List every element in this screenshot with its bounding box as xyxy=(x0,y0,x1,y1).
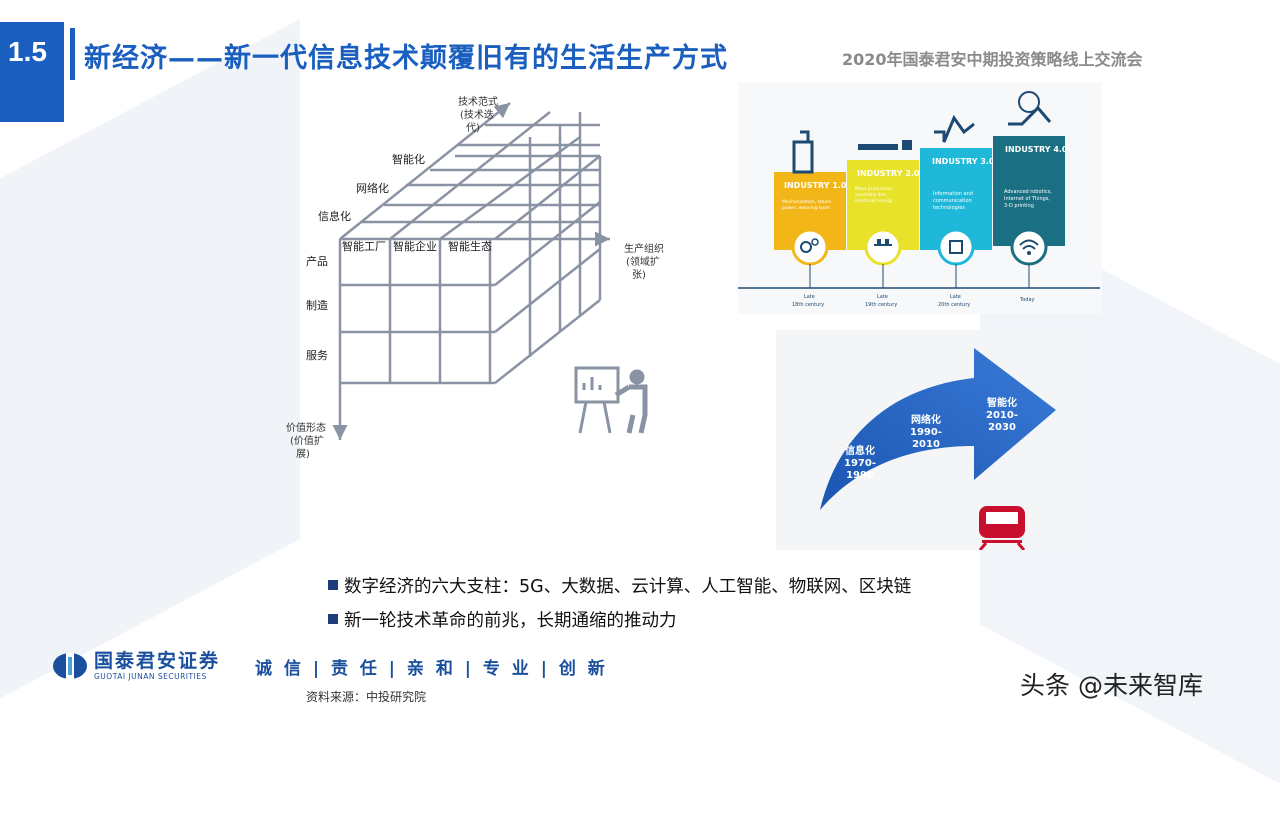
svg-text:1990: 1990 xyxy=(846,470,874,481)
list-item: 数字经济的六大支柱：5G、大数据、云计算、人工智能、物联网、区块链 xyxy=(328,568,911,602)
svg-text:INDUSTRY 3.0: INDUSTRY 3.0 xyxy=(932,157,995,166)
company-name-cn: 国泰君安证券 xyxy=(94,650,221,672)
level-label: 网络化 xyxy=(356,181,389,195)
svg-text:power, weaving loom: power, weaving loom xyxy=(782,205,830,211)
axis-label-production: 张) xyxy=(632,269,646,281)
presenter-icon xyxy=(574,366,648,434)
svg-text:assembly line,: assembly line, xyxy=(855,192,887,198)
company-slogan: 诚 信 | 责 任 | 亲 和 | 专 业 | 创 新 xyxy=(255,659,608,679)
column-label: 智能工厂 xyxy=(342,239,386,253)
svg-text:Internet of Things,: Internet of Things, xyxy=(1004,196,1050,202)
conveyor-icon xyxy=(858,144,898,150)
company-logo: 国泰君安证券 GUOTAI JUNAN SECURITIES xyxy=(52,650,220,681)
robot-arm-icon xyxy=(934,114,975,143)
level-label: 信息化 xyxy=(318,209,351,223)
assembly-line-icon xyxy=(864,228,902,266)
svg-text:2010: 2010 xyxy=(912,439,940,450)
svg-text:2010-: 2010- xyxy=(986,410,1018,421)
factory-crane-icon xyxy=(792,130,814,174)
column-label: 智能生态 xyxy=(448,239,492,253)
svg-text:1990-: 1990- xyxy=(910,427,942,438)
list-item: 新一轮技术革命的前兆，长期通缩的推动力 xyxy=(328,602,911,636)
conference-name: 2020年国泰君安中期投资策略线上交流会 xyxy=(842,50,1143,69)
bullet-square-icon xyxy=(328,614,338,624)
key-points-list: 数字经济的六大支柱：5G、大数据、云计算、人工智能、物联网、区块链 新一轮技术革… xyxy=(328,568,911,636)
watermark: 头条 @未来智库 xyxy=(1020,671,1203,700)
arrow-shape xyxy=(820,348,1056,510)
svg-text:Late: Late xyxy=(950,294,961,300)
industry-stage-2: INDUSTRY 2.0 Mass production, assembly l… xyxy=(847,140,920,308)
svg-text:INDUSTRY 2.0: INDUSTRY 2.0 xyxy=(857,169,920,178)
column-label: 智能企业 xyxy=(393,239,437,253)
svg-text:Mass production,: Mass production, xyxy=(855,186,893,192)
bullet-square-icon xyxy=(328,580,338,590)
svg-text:Today: Today xyxy=(1019,297,1035,303)
digital-evolution-arrow: 信息化 1970- 1990 网络化 1990- 2010 智能化 2010- … xyxy=(776,330,1088,550)
axis-label-value: (价值扩 xyxy=(290,434,324,447)
svg-text:18th century: 18th century xyxy=(792,302,824,308)
row-label: 产品 xyxy=(306,254,328,268)
axis-label-value: 价值形态 xyxy=(286,421,326,434)
axis-label-production: (领域扩 xyxy=(626,255,660,268)
axis-label-tech: 技术范式 xyxy=(458,95,498,108)
page-title: 新经济——新一代信息技术颠覆旧有的生活生产方式 xyxy=(84,43,728,74)
svg-text:19th century: 19th century xyxy=(865,302,897,308)
svg-text:2030: 2030 xyxy=(988,422,1016,433)
axis-label-tech: (技术迭 xyxy=(460,108,494,121)
title-accent-bar xyxy=(70,28,75,80)
data-source: 资料来源：中投研究院 xyxy=(306,690,427,704)
industry-stage-1: INDUSTRY 1.0 Mechanization, steam power,… xyxy=(774,130,847,308)
svg-text:智能化: 智能化 xyxy=(987,396,1017,409)
svg-text:Advanced robotics,: Advanced robotics, xyxy=(1004,189,1052,195)
iot-network-icon xyxy=(1018,91,1040,113)
svg-text:INDUSTRY 4.0: INDUSTRY 4.0 xyxy=(1005,145,1068,154)
svg-text:网络化: 网络化 xyxy=(911,413,941,426)
svg-text:INDUSTRY 1.0: INDUSTRY 1.0 xyxy=(784,181,847,190)
industry-stage-4: INDUSTRY 4.0 Advanced robotics, Internet… xyxy=(993,91,1068,303)
industry-stage-3: INDUSTRY 3.0 Information and communicati… xyxy=(920,114,995,308)
chip-icon xyxy=(937,228,975,266)
axis-label-tech: 代) xyxy=(466,122,480,134)
axis-tech-paradigm xyxy=(339,102,511,240)
axis-label-production: 生产组织 xyxy=(624,242,664,255)
bullet-text: 新一轮技术革命的前兆，长期通缩的推动力 xyxy=(344,610,677,631)
train-icon xyxy=(978,506,1026,550)
background-shape xyxy=(0,18,300,742)
svg-text:Late: Late xyxy=(804,294,815,300)
row-label: 制造 xyxy=(306,298,328,312)
level-label: 智能化 xyxy=(392,152,425,166)
svg-text:Late: Late xyxy=(877,294,888,300)
three-axis-cube-diagram: 技术范式 (技术迭 代) 生产组织 (领域扩 张) 价值形态 (价值扩 展) 智… xyxy=(286,95,664,460)
company-logo-mark-icon xyxy=(53,652,87,679)
company-name-en: GUOTAI JUNAN SECURITIES xyxy=(94,672,207,681)
row-label: 服务 xyxy=(306,349,328,362)
svg-text:3-D printing: 3-D printing xyxy=(1004,203,1034,209)
axis-label-value: 展) xyxy=(296,448,310,460)
svg-text:communication: communication xyxy=(933,198,972,204)
svg-text:Information and: Information and xyxy=(933,191,973,197)
industry-evolution-chart: INDUSTRY 1.0 Mechanization, steam power,… xyxy=(738,82,1102,314)
svg-text:20th century: 20th century xyxy=(938,302,970,308)
svg-text:1970-: 1970- xyxy=(844,458,876,469)
svg-text:信息化: 信息化 xyxy=(845,444,875,457)
bullet-text: 数字经济的六大支柱：5G、大数据、云计算、人工智能、物联网、区块链 xyxy=(344,576,912,597)
svg-text:technologies: technologies xyxy=(933,205,965,211)
section-number: 1.5 xyxy=(0,22,64,122)
svg-text:Mechanization, steam: Mechanization, steam xyxy=(782,199,831,205)
svg-text:electrical energy: electrical energy xyxy=(855,198,893,204)
